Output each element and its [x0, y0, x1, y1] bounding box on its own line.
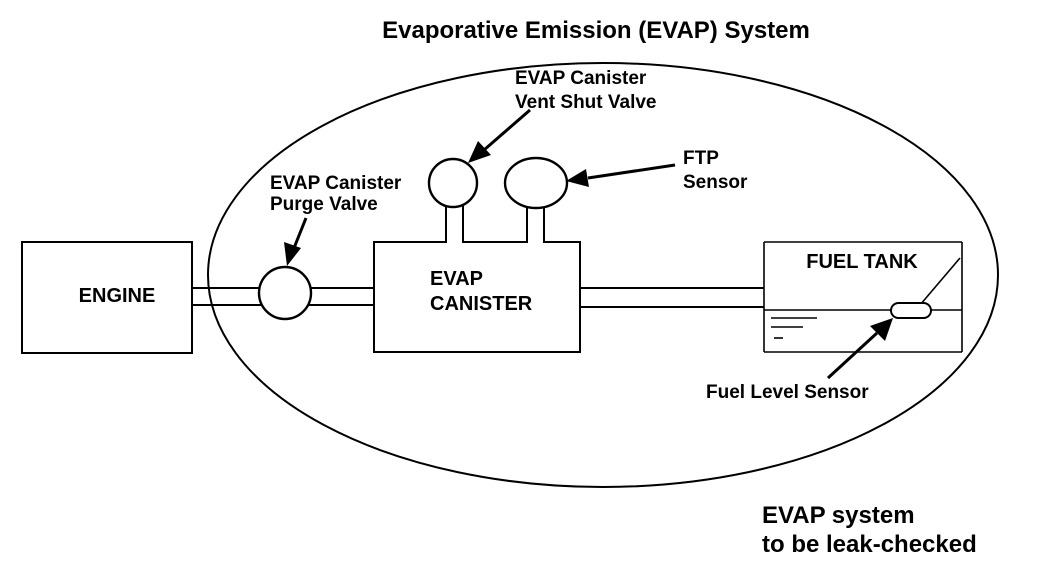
ftp-sensor — [503, 156, 569, 210]
fuel-tank-label: FUEL TANK — [806, 251, 918, 273]
canister-label-line1: EVAP — [430, 268, 483, 290]
engine-purge-pipe — [192, 287, 263, 306]
ftp-sensor-stem — [526, 208, 545, 244]
engine-box — [21, 241, 193, 354]
fuel-level-sensor — [890, 257, 961, 319]
vent-valve-label-line2: Vent Shut Valve — [515, 92, 657, 113]
purge-valve — [257, 265, 313, 321]
vent-shut-valve — [427, 157, 479, 209]
leak-check-boundary — [207, 62, 999, 488]
canister-tank-pipe — [580, 287, 764, 308]
vent-valve-label-line1: EVAP Canister — [515, 68, 647, 89]
fuel-surface — [764, 309, 962, 339]
ftp-label-line1: FTP — [683, 148, 719, 169]
purge-valve-arrow — [284, 217, 308, 266]
diagram-title: Evaporative Emission (EVAP) System — [382, 17, 810, 44]
vent-valve-stem — [445, 206, 464, 244]
engine-label: ENGINE — [79, 285, 156, 307]
evap-canister-box — [373, 241, 581, 353]
leak-check-note-line2: to be leak-checked — [762, 531, 977, 558]
fuel-level-label: Fuel Level Sensor — [706, 382, 869, 403]
ftp-label-line2: Sensor — [683, 172, 748, 193]
purge-canister-pipe — [309, 287, 374, 306]
canister-label-line2: CANISTER — [430, 293, 533, 315]
purge-valve-label-line1: EVAP Canister — [270, 173, 402, 194]
ftp-arrow — [566, 163, 676, 187]
fuel-level-arrow — [826, 318, 893, 380]
leak-check-note-line1: EVAP system — [762, 502, 915, 529]
vent-valve-arrow — [468, 108, 531, 163]
purge-valve-label-line2: Purge Valve — [270, 194, 378, 215]
fuel-tank — [763, 241, 963, 353]
